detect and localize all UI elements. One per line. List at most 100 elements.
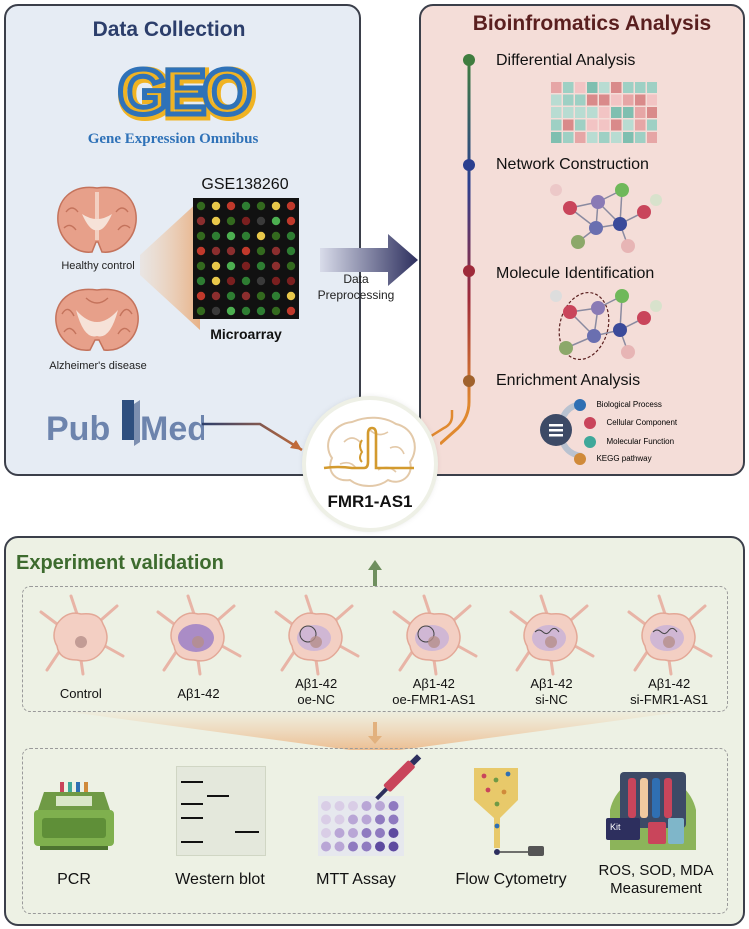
microarray-spot <box>211 276 221 286</box>
cellular-component-dot <box>584 416 596 429</box>
heatmap-cell <box>563 119 574 131</box>
enrichment-item-cellular-component: Cellular Component <box>584 414 677 429</box>
microarray-spot <box>286 291 296 301</box>
ad-label: Alzheimer's disease <box>49 360 147 372</box>
heatmap-cell <box>587 119 598 131</box>
assay-label-flow-cytometry: Flow Cytometry <box>455 871 567 888</box>
microarray-spot <box>226 246 236 256</box>
heatmap-cell <box>587 107 598 118</box>
heatmap-cell <box>647 132 658 143</box>
dataset-id: GSE138260 <box>201 176 289 193</box>
heatmap-cell <box>599 132 610 143</box>
assays-box <box>22 748 728 914</box>
differential-heatmap <box>551 82 658 144</box>
western-blot-icon <box>176 766 266 856</box>
microarray-spot <box>241 291 251 301</box>
microarray-spot <box>256 231 266 241</box>
svg-text:Pub: Pub <box>46 410 110 448</box>
mtt-plate-icon <box>316 752 426 860</box>
microarray-spot <box>226 201 236 211</box>
microarray-spot <box>211 291 221 301</box>
projection-beam <box>140 200 200 330</box>
geo-logo: GEO GEO <box>90 54 280 135</box>
mtt-well <box>348 841 358 852</box>
microarray-spot <box>256 201 266 211</box>
enrichment-diagram: Biological Process Cellular Component Mo… <box>536 394 736 466</box>
pubmed-logo: Pub Med <box>44 398 208 450</box>
microarray-spot <box>241 231 251 241</box>
heatmap-cell <box>611 82 622 93</box>
microarray-grid <box>193 198 299 319</box>
preprocessing-label-line2: Preprocessing <box>317 288 395 302</box>
microarray-spot <box>271 231 281 241</box>
heatmap-cell <box>611 107 622 118</box>
microarray-spot <box>256 261 266 271</box>
analysis-timeline <box>439 52 480 462</box>
svg-text:Med: Med <box>140 410 204 448</box>
heatmap-cell <box>623 107 634 118</box>
microarray-spot <box>196 231 206 241</box>
cell-label-line2: si-NC <box>535 692 568 707</box>
microarray-spot <box>211 231 221 241</box>
microarray-spot <box>211 216 221 226</box>
center-brain-circle <box>306 400 434 528</box>
neuron-cell-icon <box>625 594 713 676</box>
heatmap-cell <box>647 107 658 118</box>
microarray-spot <box>211 306 221 316</box>
neuron-cell-icon <box>390 594 478 676</box>
microarray-spot <box>241 246 251 256</box>
mtt-well <box>361 828 372 838</box>
cell-label-line1: Aβ1-42 <box>530 676 573 691</box>
microarray-spot <box>286 201 296 211</box>
heatmap-cell <box>575 82 586 93</box>
biological-process-label: Biological Process <box>596 400 662 410</box>
neuron-cell-icon <box>154 594 242 676</box>
mtt-well <box>375 828 385 838</box>
microarray-spot <box>241 216 251 226</box>
up-arrow-icon <box>368 560 382 586</box>
microarray-spot <box>211 246 221 256</box>
heatmap-cell <box>599 82 610 93</box>
healthy-label: Healthy control <box>61 260 135 272</box>
microarray-spot <box>286 246 296 256</box>
heatmap-cell <box>575 132 586 143</box>
mtt-well <box>321 828 331 838</box>
microarray-spot <box>241 276 251 286</box>
assay-label-ros-line2: Measurement <box>610 880 702 897</box>
microarray-spot <box>196 276 206 286</box>
mtt-well <box>388 828 399 838</box>
heatmap-cell <box>551 82 562 93</box>
cell-label-line1: Aβ1-42 <box>177 686 220 701</box>
heatmap-cell <box>611 119 622 131</box>
heatmap-cell <box>563 107 574 118</box>
heatmap-cell <box>611 132 622 143</box>
assay-label-western-blot: Western blot <box>175 871 265 888</box>
heatmap-cell <box>551 107 562 118</box>
heatmap-cell <box>599 94 610 106</box>
heatmap-cell <box>635 119 646 131</box>
molecular-function-dot <box>584 435 596 448</box>
microarray-spot <box>196 291 206 301</box>
cell-label-line1: Control <box>59 686 102 701</box>
mtt-well <box>348 814 358 825</box>
microarray-spot <box>271 246 281 256</box>
cell-label-line1: Aβ1-42 <box>295 676 338 691</box>
kegg-pathway-label: KEGG pathway <box>596 454 652 464</box>
heatmap-cell <box>635 94 646 106</box>
microarray-spot <box>256 276 266 286</box>
svg-text:GEO: GEO <box>118 62 250 126</box>
flow-cytometry-icon <box>470 766 550 860</box>
microarray-spot <box>196 306 206 316</box>
heatmap-cell <box>575 119 586 131</box>
cell-label-line2: si-FMR1-AS1 <box>630 692 709 707</box>
microarray-spot <box>241 201 251 211</box>
biological-process-dot <box>574 398 586 411</box>
microarray-spot <box>226 216 236 226</box>
cell-groups-box <box>22 586 728 712</box>
microarray-spot <box>226 276 236 286</box>
mtt-well <box>375 814 385 825</box>
